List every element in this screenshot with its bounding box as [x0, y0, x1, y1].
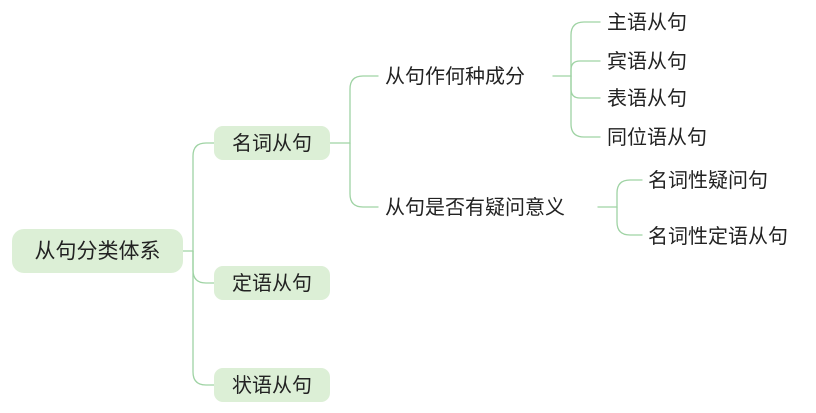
- link-root-attributive: [192, 250, 215, 284]
- link-root-noun-clause: [182, 142, 215, 252]
- noun-relative-clause-label: 名词性定语从句: [648, 224, 788, 248]
- link-component-predicative: [570, 75, 601, 99]
- link-noun-question: [349, 142, 379, 208]
- subject-clause-label: 主语从句: [607, 10, 687, 34]
- noun-clause-node: 名词从句: [214, 126, 330, 160]
- appositive-clause-label: 同位语从句: [607, 125, 707, 149]
- link-component-appositive: [570, 75, 601, 138]
- component-branch-label: 从句作何种成分: [385, 64, 525, 88]
- adverbial-clause-node: 状语从句: [214, 368, 330, 402]
- root-node: 从句分类体系: [12, 229, 183, 273]
- link-noun-component: [329, 75, 379, 144]
- noun-interrogative-clause-label: 名词性疑问句: [648, 168, 768, 192]
- predicative-clause-label: 表语从句: [607, 86, 687, 110]
- object-clause-label: 宾语从句: [607, 49, 687, 73]
- link-root-adverbial: [192, 250, 215, 386]
- link-component-subject: [552, 21, 601, 77]
- attributive-clause-node: 定语从句: [214, 266, 330, 300]
- link-question-interrogative: [597, 179, 643, 208]
- question-branch-label: 从句是否有疑问意义: [385, 195, 565, 219]
- link-component-object: [570, 60, 601, 77]
- link-question-relative: [616, 206, 643, 236]
